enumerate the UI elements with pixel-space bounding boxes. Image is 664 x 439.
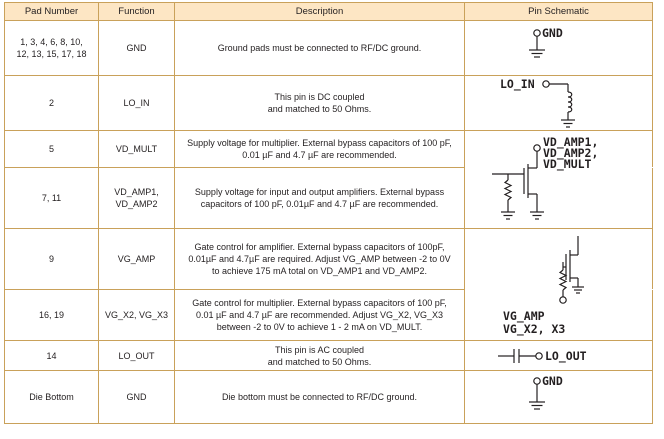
- function-cell: VD_MULT: [98, 130, 175, 168]
- description-cell: This pin is DC coupled and matched to 50…: [174, 75, 465, 131]
- function-cell: VG_X2, VG_X3: [98, 289, 175, 341]
- pad-number-cell: 5: [4, 130, 99, 168]
- header-description: Description: [174, 2, 465, 21]
- description-cell: Ground pads must be connected to RF/DC g…: [174, 20, 465, 76]
- function-cell: VD_AMP1, VD_AMP2: [98, 167, 175, 229]
- schematic-cell-gnd: [464, 20, 653, 76]
- table-row: 7, 11 VD_AMP1, VD_AMP2 Supply voltage fo…: [4, 167, 653, 229]
- description-cell: Supply voltage for multiplier. External …: [174, 130, 465, 168]
- function-cell: LO_OUT: [98, 340, 175, 371]
- header-pad-number: Pad Number: [4, 2, 99, 21]
- pin-description-table: Pad Number Function Description Pin Sche…: [4, 2, 653, 424]
- function-cell: VG_AMP: [98, 228, 175, 290]
- table-row: 2 LO_IN This pin is DC coupled and match…: [4, 75, 653, 131]
- schematic-cell-die-gnd: [464, 370, 653, 424]
- schematic-cell-vg: [464, 228, 653, 290]
- table-row: 5 VD_MULT Supply voltage for multiplier.…: [4, 130, 653, 168]
- pad-number-cell: 9: [4, 228, 99, 290]
- schematic-cell-vd: [464, 130, 653, 168]
- pad-number-cell: 16, 19: [4, 289, 99, 341]
- schematic-cell-lo-out: [464, 340, 653, 371]
- table-row: Die Bottom GND Die bottom must be connec…: [4, 370, 653, 424]
- pad-number-cell: 14: [4, 340, 99, 371]
- table-row: 9 VG_AMP Gate control for amplifier. Ext…: [4, 228, 653, 290]
- function-cell: GND: [98, 370, 175, 424]
- description-cell: Gate control for amplifier. External byp…: [174, 228, 465, 290]
- table-row: 14 LO_OUT This pin is AC coupled and mat…: [4, 340, 653, 371]
- table-header-row: Pad Number Function Description Pin Sche…: [4, 2, 653, 21]
- description-cell: Die bottom must be connected to RF/DC gr…: [174, 370, 465, 424]
- pad-number-cell: 7, 11: [4, 167, 99, 229]
- schematic-cell-lo-in: [464, 75, 653, 131]
- table-row: 1, 3, 4, 6, 8, 10, 12, 13, 15, 17, 18 GN…: [4, 20, 653, 76]
- header-pin-schematic: Pin Schematic: [464, 2, 653, 21]
- description-cell: Supply voltage for input and output ampl…: [174, 167, 465, 229]
- pad-number-cell: 1, 3, 4, 6, 8, 10, 12, 13, 15, 17, 18: [4, 20, 99, 76]
- header-function: Function: [98, 2, 175, 21]
- function-cell: LO_IN: [98, 75, 175, 131]
- pad-number-cell: 2: [4, 75, 99, 131]
- description-cell: Gate control for multiplier. External by…: [174, 289, 465, 341]
- function-cell: GND: [98, 20, 175, 76]
- schematic-cell-vd-continued: [464, 167, 653, 229]
- schematic-cell-vg-continued: [464, 289, 653, 341]
- description-cell: This pin is AC coupled and matched to 50…: [174, 340, 465, 371]
- pad-number-cell: Die Bottom: [4, 370, 99, 424]
- table-row: 16, 19 VG_X2, VG_X3 Gate control for mul…: [4, 289, 653, 341]
